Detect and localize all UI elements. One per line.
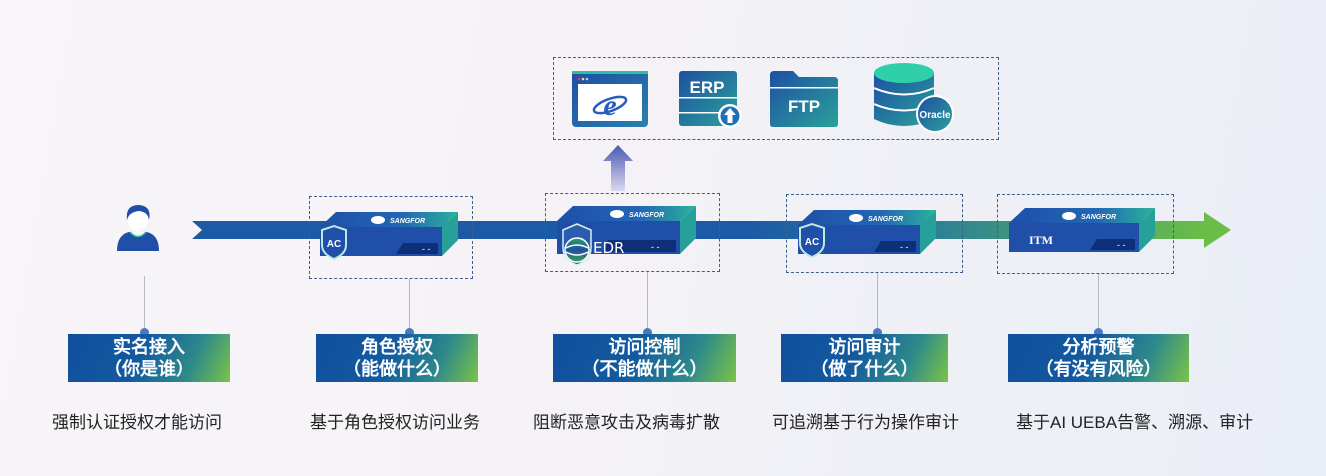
svg-text:SANGFOR: SANGFOR [390,218,425,225]
svg-text:EDR: EDR [593,239,624,257]
stage-card-2: 角色授权 （能做什么） [316,334,478,382]
svg-text:AC: AC [805,237,819,248]
stage-subtitle: （能做什么） [343,359,451,379]
user-icon [117,205,159,251]
svg-text:SANGFOR: SANGFOR [1081,214,1116,221]
stage-title: 访问审计 [828,337,901,357]
erp-label: ERP [690,78,725,97]
connector-dot-4 [873,328,882,337]
svg-text:ITM: ITM [1029,233,1053,247]
svg-text:- -: - - [900,242,909,252]
connector-line-2 [409,279,410,332]
sangfor-device-itm: - - SANGFOR ITM [1009,208,1155,252]
up-arrow-icon [603,145,633,191]
stage-card-1: 实名接入 （你是谁） [68,334,230,382]
stage-subtitle: （做了什么） [810,359,919,379]
stage-title: 实名接入 [113,337,185,357]
connector-line-1 [144,276,145,332]
flow-arrow-tail [192,221,202,239]
stage-description-3: 阻断恶意攻击及病毒扩散 [533,413,720,432]
stage-subtitle: （你是谁） [104,359,194,379]
connector-line-5 [1098,274,1099,332]
stage-subtitle: （有没有风险） [1035,359,1162,379]
stage-description-1: 强制认证授权才能访问 [52,413,222,432]
flow-arrow-head [1204,212,1231,248]
stage-title: 角色授权 [361,337,433,357]
svg-text:e: e [603,89,616,122]
svg-text:- -: - - [651,242,660,252]
ie-browser-icon: e [572,71,648,127]
svg-text:- -: - - [1117,240,1126,250]
stage-subtitle: （不能做什么） [581,359,708,379]
stage-card-4: 访问审计 （做了什么） [781,334,948,382]
oracle-database-icon: Oracle [873,63,954,133]
stage-description-2: 基于角色授权访问业务 [310,413,480,432]
device-frame-1 [309,196,473,279]
stage-title: 访问控制 [608,337,681,357]
sangfor-device-ac-2: - - SANGFOR AC [798,210,936,258]
connector-dot-5 [1094,328,1103,337]
oracle-label: Oracle [919,110,951,121]
connector-dot-3 [643,328,652,337]
svg-text:SANGFOR: SANGFOR [868,216,903,223]
connector-line-4 [877,273,878,332]
stage-description-4: 可追溯基于行为操作审计 [772,413,959,432]
stage-description-5: 基于AI UEBA告警、溯源、审计 [1016,413,1254,432]
stage-title: 分析预警 [1062,337,1135,357]
connector-dot-2 [405,328,414,337]
device-frame-4 [997,194,1174,274]
stage-card-3: 访问控制 （不能做什么） [553,334,736,382]
erp-upload-icon: ERP [679,71,742,128]
device-frame-2 [545,193,720,272]
svg-text:SANGFOR: SANGFOR [629,212,664,219]
connector-dot-1 [140,328,149,337]
svg-text:AC: AC [327,239,341,250]
sangfor-device-edr: - - SANGFOR EDR [557,206,696,266]
stage-card-5: 分析预警 （有没有风险） [1008,334,1189,382]
ftp-label: FTP [788,97,820,116]
connector-line-3 [647,272,648,332]
sangfor-device-ac-1: - - SANGFOR AC [320,212,458,260]
svg-text:- -: - - [422,244,431,254]
device-frame-3 [786,194,963,273]
ftp-folder-icon: FTP [770,71,838,127]
applications-group [553,57,999,140]
